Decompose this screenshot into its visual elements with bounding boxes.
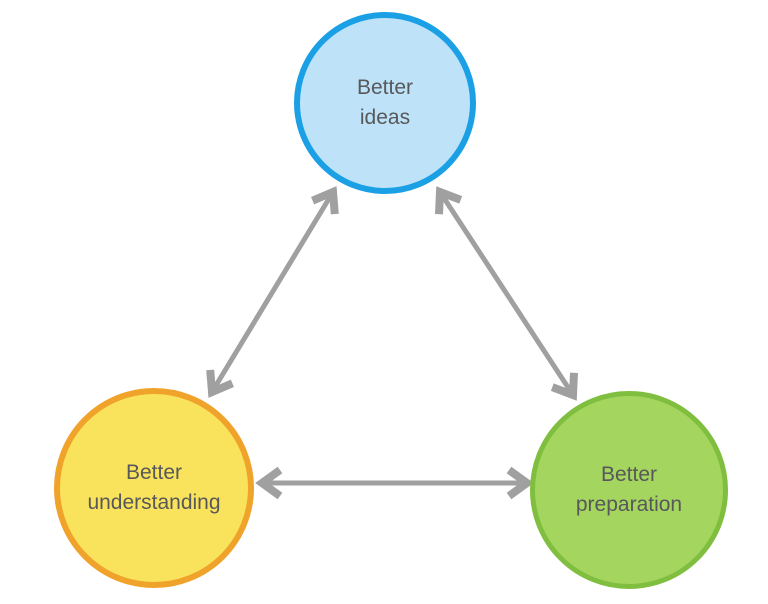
label-line: Better	[600, 462, 658, 486]
node-better-ideas: Better ideas	[294, 12, 476, 194]
node-better-understanding: Better understanding	[54, 388, 254, 588]
arrow-ideas-preparation	[435, 186, 578, 401]
arrow-understanding-preparation	[255, 466, 534, 500]
label-line: understanding	[87, 491, 221, 514]
label-line: Better	[356, 75, 414, 99]
label-line: ideas	[359, 106, 411, 129]
label-line: preparation	[575, 493, 683, 516]
node-better-ideas-label: Better ideas	[357, 73, 413, 134]
label-line: Better	[125, 460, 182, 484]
node-better-preparation-label: Better preparation	[576, 460, 682, 521]
node-better-understanding-label: Better understanding	[87, 458, 220, 519]
node-better-preparation: Better preparation	[530, 391, 728, 589]
arrow-ideas-understanding	[206, 186, 339, 398]
